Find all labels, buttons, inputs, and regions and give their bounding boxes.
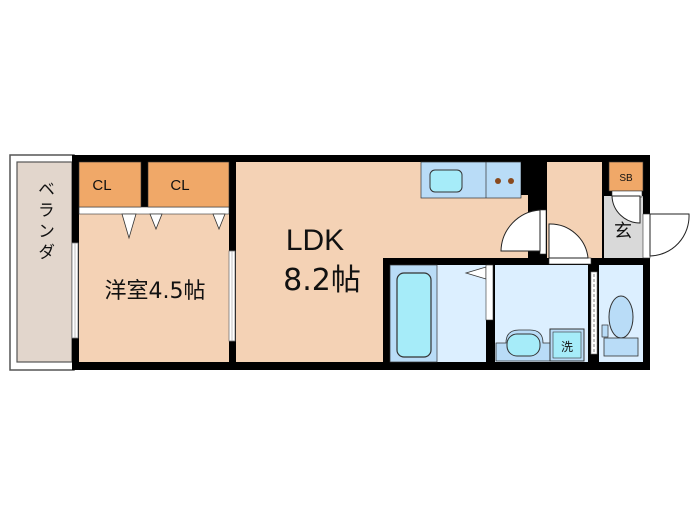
kitchen-sink-icon [429, 169, 463, 193]
stove-burner-icon [508, 178, 514, 184]
ldk [236, 162, 528, 362]
toilet-paper-icon [601, 324, 609, 338]
ldk-label-line1: LDK [286, 224, 344, 257]
closet-1-label: CL [92, 177, 111, 194]
washroom-door [548, 223, 592, 265]
entrance-label: 玄 [614, 221, 632, 242]
stove-burner-icon [495, 178, 501, 184]
shoe-box [608, 161, 644, 192]
bathroom-door [485, 264, 494, 321]
shoe-box-door [611, 195, 641, 224]
ldk-label-line2: 8.2帖 [283, 263, 361, 298]
bedroom-label: 洋室4.5帖 [105, 279, 206, 304]
closet-2-label: CL [170, 177, 189, 194]
shoe-box-label: SB [619, 173, 633, 184]
toilet-bowl-icon [608, 295, 634, 339]
balcony: ベランダ [9, 154, 75, 371]
bedroom [79, 207, 229, 362]
closet-1 [78, 161, 142, 208]
toilet-sliding-door [590, 271, 598, 355]
balcony-label: ベランダ [34, 180, 54, 264]
closet-door-marker [121, 213, 137, 240]
closet-door-marker [212, 213, 226, 231]
bathtub-basin-icon [396, 272, 432, 358]
washer-label: 洗 [561, 340, 573, 354]
closet-2 [147, 161, 230, 208]
wash-basin-bowl-icon [506, 333, 541, 357]
ldk-door [500, 209, 547, 255]
toilet-tank-icon [603, 337, 639, 357]
closet-door-marker [149, 213, 163, 231]
front-door[interactable] [642, 213, 690, 259]
